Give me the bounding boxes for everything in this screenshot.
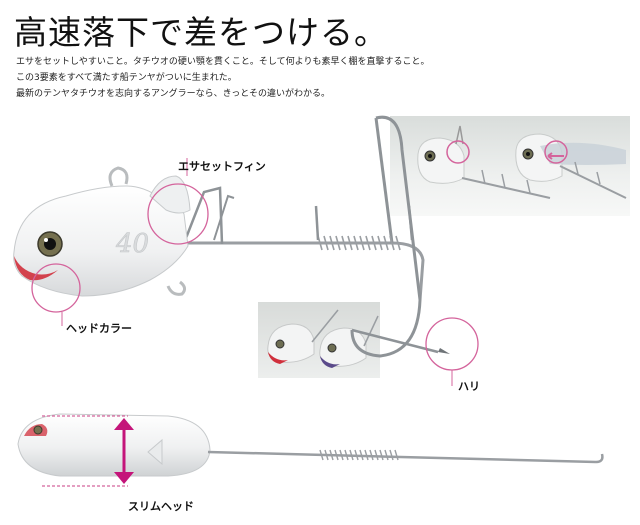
label-esa-set-fin: エサセットフィン — [178, 160, 266, 173]
bottom-eyelet — [166, 280, 187, 296]
keeper-barb — [314, 205, 320, 241]
bait-setting-photo — [390, 116, 630, 216]
intro-text: エサをセットしやすいこと。タチウオの硬い顎を貫くこと。そして何よりも素早く棚を直… — [16, 54, 429, 102]
head-color-variants-illustration — [267, 309, 379, 368]
jig-head — [13, 185, 189, 297]
intro-line: 最新のテンヤタチウオを志向するアングラーなら、きっとその違いがわかる。 — [16, 89, 331, 99]
esa-set-fin-callout-circle — [147, 183, 209, 245]
slim-head-top-view — [17, 413, 604, 477]
wire-coil — [317, 235, 401, 251]
label-slim-head: スリムヘッド — [128, 500, 194, 513]
shank-wire — [186, 241, 425, 301]
head-marking: 40 — [115, 229, 149, 259]
intro-line: エサをセットしやすいこと。タチウオの硬い顎を貫くこと。そして何よりも素早く棚を直… — [16, 57, 430, 67]
dorsal-fin — [149, 175, 191, 214]
keeper-barb — [407, 205, 414, 241]
slim-head-body — [17, 413, 211, 477]
head-color — [14, 256, 58, 281]
headline: 高速落下で差をつける。 — [14, 13, 388, 52]
head-color-variants-photo — [258, 302, 380, 378]
hook-callout-circle — [425, 317, 479, 371]
bait-set-fin-barb — [184, 186, 224, 245]
label-head-color: ヘッドカラー — [66, 322, 132, 335]
slim-shank-wire — [207, 450, 597, 464]
hook-point — [438, 348, 450, 354]
label-hari: ハリ — [458, 380, 480, 393]
head-color-callout-circle — [31, 263, 81, 313]
jig-side-view: 40 — [13, 115, 450, 358]
intro-line: この3要素をすべて満たす船テンヤがついに生まれた。 — [16, 73, 237, 83]
slim-head-dimension-marker — [42, 415, 134, 487]
line-eyelet — [108, 166, 129, 187]
hook-bend — [350, 115, 422, 358]
bait-setting-illustration — [417, 125, 627, 199]
